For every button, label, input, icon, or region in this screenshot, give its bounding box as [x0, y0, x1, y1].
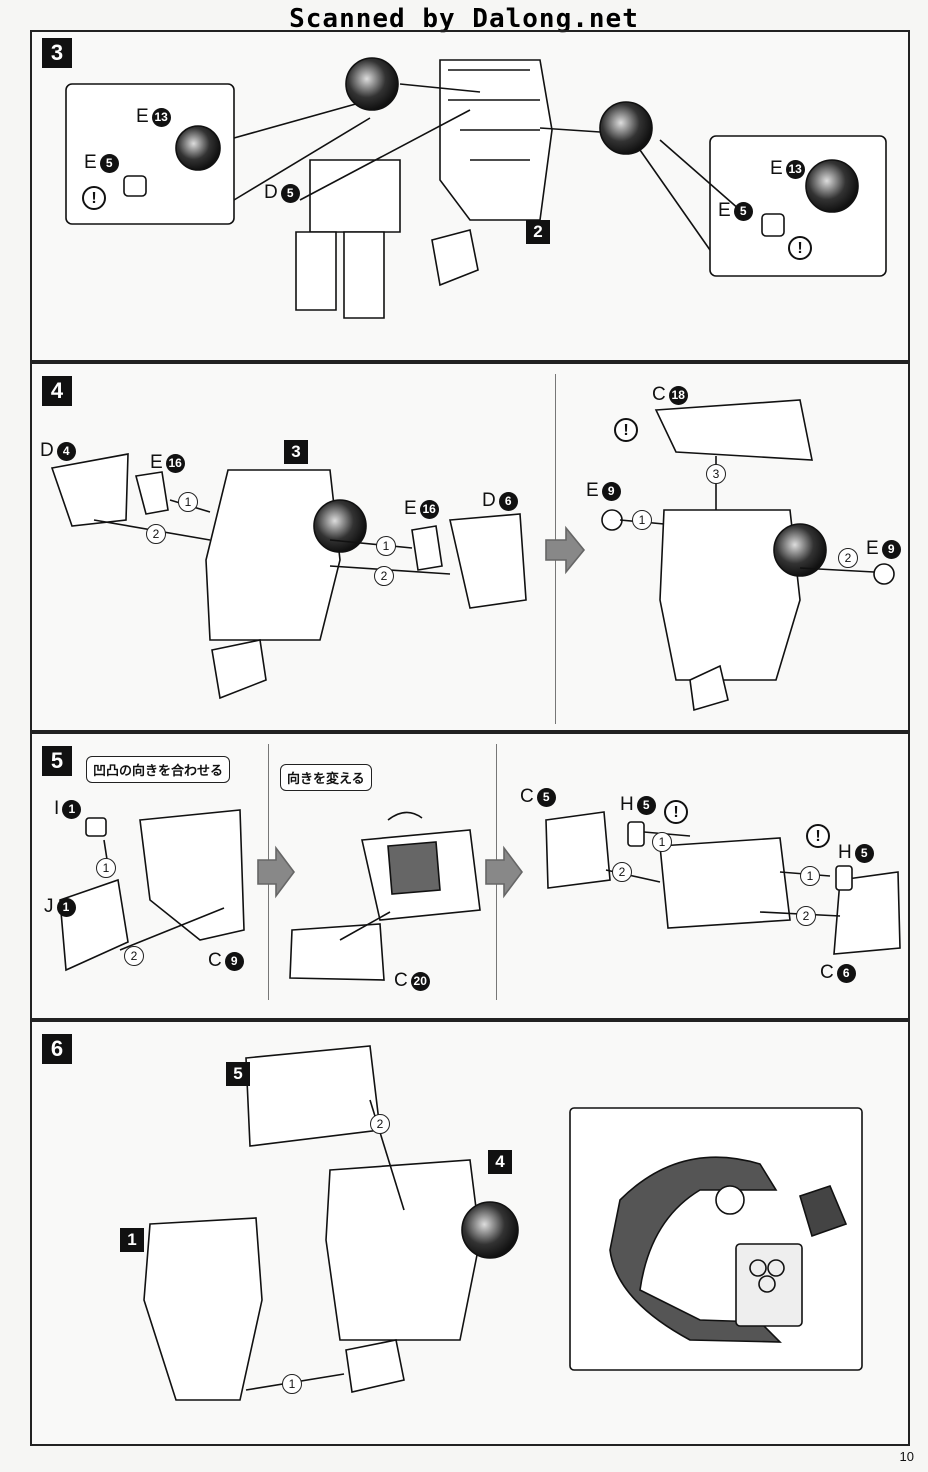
- note-change-orientation: 向きを変える: [280, 764, 372, 791]
- caution-icon: !: [614, 418, 638, 442]
- part-number: 5: [99, 153, 119, 173]
- part-number: 13: [151, 107, 171, 127]
- subassembly-badge-2: 2: [526, 220, 550, 244]
- page-number: 10: [899, 1449, 914, 1464]
- part-letter: C: [652, 384, 666, 405]
- part-letter: C: [394, 970, 408, 991]
- note-align-bumps: 凹凸の向きを合わせる: [86, 756, 231, 783]
- part-number: 13: [785, 159, 805, 179]
- subassembly-badge-3: 3: [284, 440, 308, 464]
- label-h5-a: H 5: [620, 794, 656, 816]
- label-e5-left: E 5: [84, 152, 119, 174]
- part-number: 9: [881, 539, 901, 559]
- part-letter: E: [770, 158, 783, 179]
- order-marker-3: 3: [706, 464, 726, 484]
- part-letter: D: [482, 490, 496, 511]
- part-letter: E: [404, 498, 417, 519]
- part-number: 9: [224, 951, 244, 971]
- part-letter: J: [44, 896, 54, 917]
- subassembly-badge-1: 1: [120, 1228, 144, 1252]
- part-letter: D: [40, 440, 54, 461]
- part-number: 4: [56, 441, 76, 461]
- part-letter: E: [150, 452, 163, 473]
- order-marker-1: 1: [632, 510, 652, 530]
- part-number: 5: [536, 787, 556, 807]
- label-e9-b: E 9: [866, 538, 901, 560]
- part-letter: E: [718, 200, 731, 221]
- part-letter: D: [264, 182, 278, 203]
- order-marker-2: 2: [124, 946, 144, 966]
- order-marker-2: 2: [796, 906, 816, 926]
- part-number: 5: [733, 201, 753, 221]
- part-letter: I: [54, 798, 60, 819]
- order-marker-1: 1: [800, 866, 820, 886]
- label-e16-b: E 16: [404, 498, 439, 520]
- label-c18: C 18: [652, 384, 688, 406]
- label-e16-a: E 16: [150, 452, 185, 474]
- order-marker-1: 1: [282, 1374, 302, 1394]
- part-number: 18: [668, 385, 688, 405]
- step-4-badge: 4: [42, 376, 72, 406]
- order-marker-2: 2: [370, 1114, 390, 1134]
- part-letter: E: [586, 480, 599, 501]
- step-3-badge: 3: [42, 38, 72, 68]
- order-marker-2: 2: [146, 524, 166, 544]
- label-e5-right: E 5: [718, 200, 753, 222]
- order-marker-1: 1: [178, 492, 198, 512]
- label-c20: C 20: [394, 970, 430, 992]
- subassembly-badge-5: 5: [226, 1062, 250, 1086]
- order-marker-1: 1: [652, 832, 672, 852]
- label-d5: D 5: [264, 182, 300, 204]
- caution-icon: !: [82, 186, 106, 210]
- order-marker-1: 1: [96, 858, 116, 878]
- label-d6: D 6: [482, 490, 518, 512]
- part-number: 5: [280, 183, 300, 203]
- caution-icon: !: [806, 824, 830, 848]
- label-e13-right: E 13: [770, 158, 805, 180]
- part-letter: E: [136, 106, 149, 127]
- step-5-badge: 5: [42, 746, 72, 776]
- order-marker-2: 2: [612, 862, 632, 882]
- label-i1: I 1: [54, 798, 82, 820]
- part-letter: H: [620, 794, 634, 815]
- part-number: 1: [56, 897, 76, 917]
- part-number: 9: [601, 481, 621, 501]
- caution-icon: !: [788, 236, 812, 260]
- part-number: 5: [636, 795, 656, 815]
- part-number: 16: [419, 499, 439, 519]
- part-number: 20: [410, 971, 430, 991]
- order-marker-2: 2: [374, 566, 394, 586]
- label-h5-b: H 5: [838, 842, 874, 864]
- part-letter: E: [84, 152, 97, 173]
- label-c5: C 5: [520, 786, 556, 808]
- label-c9: C 9: [208, 950, 244, 972]
- step-6-badge: 6: [42, 1034, 72, 1064]
- caution-icon: !: [664, 800, 688, 824]
- part-letter: C: [820, 962, 834, 983]
- part-letter: C: [208, 950, 222, 971]
- subassembly-badge-4: 4: [488, 1150, 512, 1174]
- label-j1: J 1: [44, 896, 76, 918]
- scanner-credit: Scanned by Dalong.net: [289, 4, 639, 34]
- label-e13-left: E 13: [136, 106, 171, 128]
- part-number: 5: [854, 843, 874, 863]
- part-number: 16: [165, 453, 185, 473]
- part-letter: H: [838, 842, 852, 863]
- part-number: 1: [62, 799, 82, 819]
- label-e9-a: E 9: [586, 480, 621, 502]
- part-number: 6: [498, 491, 518, 511]
- label-c6: C 6: [820, 962, 856, 984]
- part-letter: C: [520, 786, 534, 807]
- part-letter: E: [866, 538, 879, 559]
- part-number: 6: [836, 963, 856, 983]
- order-marker-1: 1: [376, 536, 396, 556]
- order-marker-2: 2: [838, 548, 858, 568]
- label-d4: D 4: [40, 440, 76, 462]
